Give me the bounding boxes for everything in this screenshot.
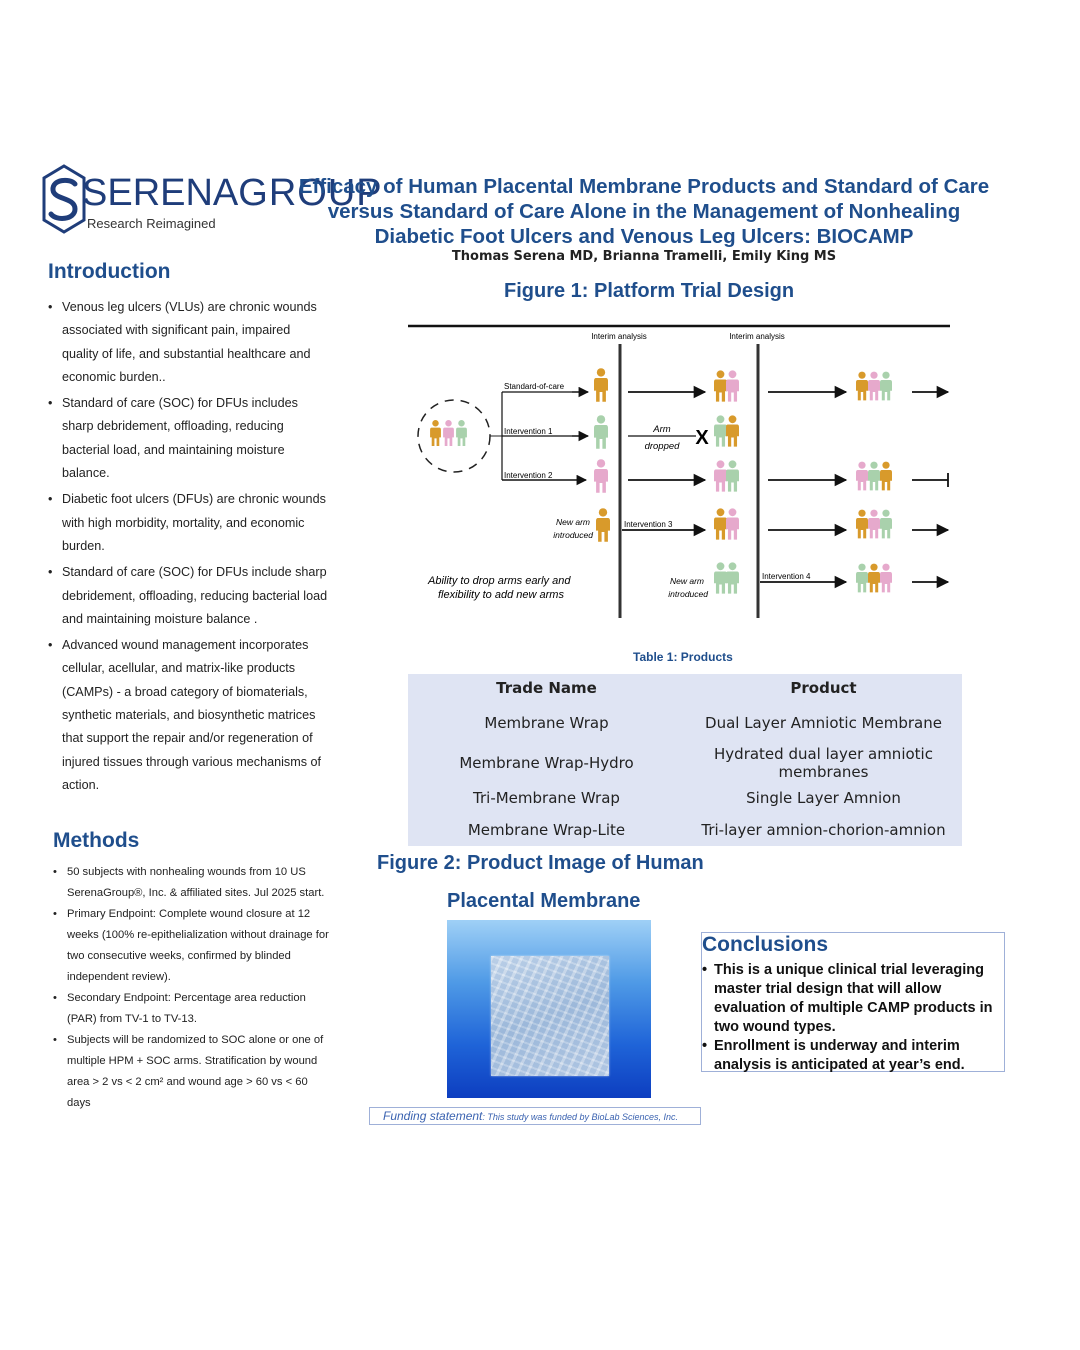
person-icon xyxy=(596,508,610,542)
conclusions-list: This is a unique clinical trial leveragi… xyxy=(702,961,1002,1075)
list-item: Advanced wound management incorporates c… xyxy=(48,634,328,797)
introduction-heading: Introduction xyxy=(48,260,171,283)
figure2-title-line2: Placental Membrane xyxy=(447,890,641,912)
platform-trial-diagram: Interim analysis Interim analysis Standa… xyxy=(400,318,960,628)
list-item: Venous leg ulcers (VLUs) are chronic wou… xyxy=(48,296,328,389)
person-icon xyxy=(443,420,454,446)
list-item: Standard of care (SOC) for DFUs include … xyxy=(48,561,328,631)
funding-text: : This study was funded by BioLab Scienc… xyxy=(482,1112,679,1122)
drop-x-icon: X xyxy=(695,427,709,449)
person-icon xyxy=(594,368,608,402)
new-arm-text-2b: introduced xyxy=(668,589,708,599)
funding-label: Funding statement xyxy=(383,1109,483,1123)
person-icon xyxy=(456,420,467,446)
placental-membrane-image xyxy=(447,920,651,1098)
intervention3-label: Intervention 3 xyxy=(624,520,673,529)
introduction-list: Venous leg ulcers (VLUs) are chronic wou… xyxy=(48,296,328,800)
methods-list: 50 subjects with nonhealing wounds from … xyxy=(53,862,333,1114)
soc-label: Standard-of-care xyxy=(504,382,565,391)
table-row: Membrane Wrap-Lite Tri-layer amnion-chor… xyxy=(408,814,962,846)
funding-statement: Funding statement: This study was funded… xyxy=(369,1107,701,1125)
table-cell: Hydrated dual layer amniotic membranes xyxy=(714,745,933,781)
person-icon xyxy=(430,420,441,446)
figure2-title-line1: Figure 2: Product Image of Human xyxy=(377,852,704,874)
column-header: Product xyxy=(790,679,857,697)
poster-title: Efficacy of Human Placental Membrane Pro… xyxy=(298,175,990,248)
table-row: Membrane Wrap Dual Layer Amniotic Membra… xyxy=(408,702,962,744)
hexagon-s-logo-icon xyxy=(42,164,86,234)
conclusions-heading: Conclusions xyxy=(702,933,829,956)
table-row: Membrane Wrap-Hydro Hydrated dual layer … xyxy=(408,744,962,782)
table-row: Tri-Membrane Wrap Single Layer Amnion xyxy=(408,782,962,814)
person-icon xyxy=(594,415,608,449)
list-item: Secondary Endpoint: Percentage area redu… xyxy=(53,988,333,1030)
list-item: Subjects will be randomized to SOC alone… xyxy=(53,1030,333,1114)
pooled-population-circle xyxy=(417,399,491,473)
table-caption: Table 1: Products xyxy=(633,650,733,664)
serenagroup-logo: SERENAGROUP Research Reimagined xyxy=(42,162,382,236)
arm-dropped-text-2: dropped xyxy=(645,441,681,452)
table-cell: Tri-layer amnion-chorion-amnion xyxy=(701,821,946,839)
table-cell: Membrane Wrap-Hydro xyxy=(459,754,634,772)
new-arm-text-1a: New arm xyxy=(556,517,590,527)
table-cell: Dual Layer Amniotic Membrane xyxy=(705,714,942,732)
list-item: Diabetic foot ulcers (DFUs) are chronic … xyxy=(48,488,328,558)
column-header: Trade Name xyxy=(496,679,597,697)
caption-text-2: flexibility to add new arms xyxy=(438,589,564,601)
arm-dropped-text-1: Arm xyxy=(652,424,671,435)
list-item: Standard of care (SOC) for DFUs includes… xyxy=(48,392,328,485)
list-item: This is a unique clinical trial leveragi… xyxy=(702,961,1002,1037)
table-cell: Tri-Membrane Wrap xyxy=(473,789,620,807)
list-item: Enrollment is underway and interim analy… xyxy=(702,1037,1002,1075)
person-icon xyxy=(594,459,608,493)
table-cell: Membrane Wrap xyxy=(484,714,609,732)
caption-text-1: Ability to drop arms early and xyxy=(427,575,571,587)
logo-wordmark: SERENAGROUP xyxy=(82,172,383,214)
list-item: Primary Endpoint: Complete wound closure… xyxy=(53,904,333,988)
table-header-row: Trade Name Product xyxy=(408,674,962,702)
table-cell: Membrane Wrap-Lite xyxy=(467,821,626,839)
intervention4-label: Intervention 4 xyxy=(762,572,811,581)
products-table: Trade Name Product Membrane Wrap Dual La… xyxy=(408,674,962,846)
list-item: 50 subjects with nonhealing wounds from … xyxy=(53,862,333,904)
poster-authors: Thomas Serena MD, Brianna Tramelli, Emil… xyxy=(451,249,837,264)
membrane-sample xyxy=(491,956,609,1076)
table-cell: Single Layer Amnion xyxy=(746,789,901,807)
figure1-title: Figure 1: Platform Trial Design xyxy=(504,280,795,302)
interim-label-1: Interim analysis xyxy=(591,332,647,341)
trial-design-svg: Interim analysis Interim analysis Standa… xyxy=(408,324,950,618)
methods-heading: Methods xyxy=(53,829,140,852)
intervention2-label: Intervention 2 xyxy=(504,471,553,480)
new-arm-text-1b: introduced xyxy=(553,530,593,540)
conclusions-box: Conclusions This is a unique clinical tr… xyxy=(701,932,1005,1075)
new-arm-text-2a: New arm xyxy=(670,576,704,586)
intervention1-label: Intervention 1 xyxy=(504,427,553,436)
interim-label-2: Interim analysis xyxy=(729,332,785,341)
logo-tagline: Research Reimagined xyxy=(87,216,216,231)
